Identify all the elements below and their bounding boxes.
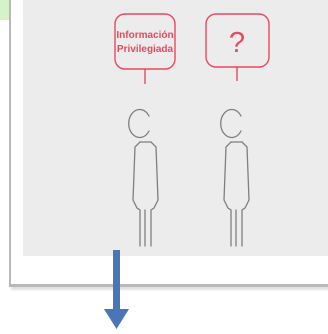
question-mark: ? <box>229 27 245 59</box>
bubble-line-1: Información <box>116 30 173 41</box>
speech-bubble-right: ? <box>205 13 270 81</box>
person-icon-left <box>128 108 159 247</box>
bubble-line-2: Privilegiada <box>117 44 174 55</box>
speech-bubble-left: Información Privilegiada <box>114 13 176 84</box>
diagram-canvas: Información Privilegiada ? <box>114 13 270 247</box>
person-icon-right <box>220 108 250 247</box>
diagram-panel: Información Privilegiada ? <box>23 0 328 256</box>
